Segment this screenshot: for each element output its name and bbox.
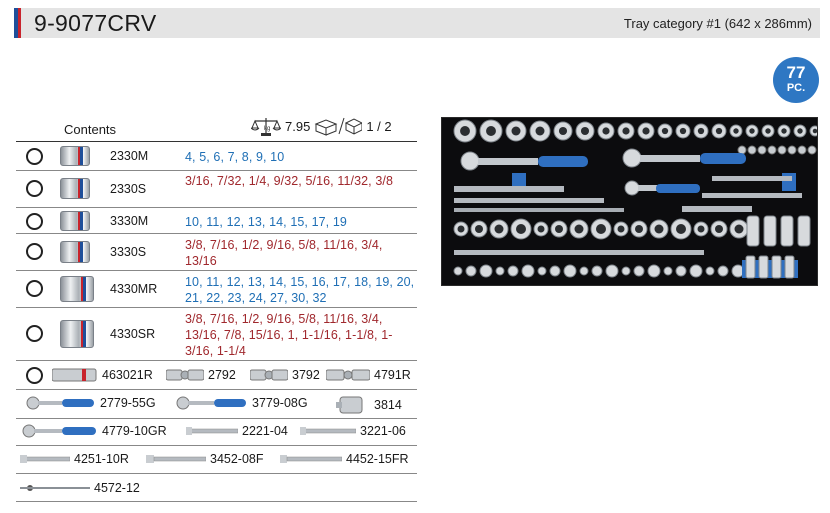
part-number: 4251-10R bbox=[74, 452, 129, 466]
table-row bbox=[16, 361, 417, 390]
part-number: 2330S bbox=[110, 182, 147, 196]
part-number: 4791R bbox=[374, 368, 411, 382]
piece-count: 77 bbox=[786, 63, 806, 82]
select-checkbox[interactable] bbox=[26, 243, 43, 260]
universal-joint-icon bbox=[166, 369, 204, 381]
part-number: 4452-15FR bbox=[346, 452, 409, 466]
spinner-bar-icon bbox=[20, 485, 90, 491]
part-number: 2221-04 bbox=[242, 424, 288, 438]
socket-icon bbox=[60, 241, 90, 263]
adaptor-icon bbox=[336, 396, 363, 414]
select-checkbox[interactable] bbox=[26, 367, 43, 384]
table-row bbox=[16, 361, 417, 390]
tray-illustration bbox=[453, 119, 817, 279]
part-number: 4572-12 bbox=[94, 481, 140, 495]
tool-2221-04: 2221-04 bbox=[186, 424, 288, 438]
deep-socket-icon bbox=[52, 368, 97, 382]
part-number: 463021R bbox=[102, 368, 153, 382]
tool-2792: 2792 bbox=[166, 367, 236, 383]
size-list: 10, 11, 12, 13, 14, 15, 16, 17, 18, 19, … bbox=[185, 275, 415, 305]
tool-3221-06: 3221-06 bbox=[300, 424, 406, 438]
scale-icon: kg bbox=[251, 118, 281, 136]
select-checkbox[interactable] bbox=[26, 325, 43, 342]
part-number: 3779-08G bbox=[252, 396, 308, 410]
select-checkbox[interactable] bbox=[26, 213, 43, 230]
contents-label: Contents bbox=[64, 122, 117, 137]
table-row: 2330S 3/16, 7/32, 1/4, 9/32, 5/16, 11/32… bbox=[16, 171, 417, 208]
pack-value: 1 / 2 bbox=[366, 118, 392, 134]
flex-extension-icon bbox=[280, 455, 342, 463]
table-row: 4330SR 3/8, 7/16, 1/2, 9/16, 5/8, 11/16,… bbox=[16, 308, 417, 361]
tool-4572-12: 4572-12 bbox=[20, 481, 140, 495]
header-accent-blue bbox=[14, 8, 18, 38]
table-row bbox=[16, 419, 417, 446]
socket-icon bbox=[60, 146, 90, 166]
tool-4791R: 4791R bbox=[326, 367, 411, 383]
table-row: 3330M 10, 11, 12, 13, 14, 15, 17, 19 bbox=[16, 208, 417, 234]
part-number: 3814 bbox=[374, 398, 402, 412]
tray-image bbox=[441, 117, 818, 286]
part-number: 4330MR bbox=[110, 282, 158, 296]
tool-2779-55G: 2779-55G bbox=[26, 396, 156, 410]
table-top-rule bbox=[16, 141, 417, 142]
tool-4452-15FR: 4452-15FR bbox=[280, 452, 409, 466]
tool-3452-08F: 3452-08F bbox=[146, 452, 264, 466]
extension-bar-icon bbox=[20, 455, 70, 463]
tool-4251-10R: 4251-10R bbox=[20, 452, 129, 466]
part-number: 4779-10GR bbox=[102, 424, 167, 438]
header-bar bbox=[14, 8, 820, 38]
table-row bbox=[16, 390, 417, 419]
size-list: 4, 5, 6, 7, 8, 9, 10 bbox=[185, 150, 285, 164]
tool-4779-10GR: 4779-10GR bbox=[22, 424, 167, 438]
table-row: 2330M 4, 5, 6, 7, 8, 9, 10 bbox=[16, 142, 417, 171]
part-number: 4330SR bbox=[110, 327, 156, 341]
piece-unit: PC. bbox=[786, 82, 806, 94]
part-number: 3221-06 bbox=[360, 424, 406, 438]
ratchet-icon bbox=[22, 424, 96, 438]
tray-category: Tray category #1 (642 x 286mm) bbox=[623, 16, 812, 31]
tool-3814: 3814 bbox=[336, 396, 402, 414]
weight-pack-info: kg 7.95 1 / 2 bbox=[251, 115, 392, 137]
table-row: 3330S 3/8, 7/16, 1/2, 9/16, 5/8, 11/16, … bbox=[16, 234, 417, 271]
size-list: 3/16, 7/32, 1/4, 9/32, 5/16, 11/32, 3/8 bbox=[185, 174, 393, 188]
tool-3779-08G: 3779-08G bbox=[176, 396, 308, 410]
part-number: 3452-08F bbox=[210, 452, 264, 466]
size-list: 10, 11, 12, 13, 14, 15, 17, 19 bbox=[185, 215, 347, 229]
table-row bbox=[16, 474, 417, 502]
universal-joint-icon bbox=[326, 369, 370, 381]
extension-bar-icon bbox=[186, 427, 238, 435]
socket-icon bbox=[60, 211, 90, 231]
ratchet-icon bbox=[176, 396, 246, 410]
table-row bbox=[16, 446, 417, 474]
tool-463021R: 463021R bbox=[52, 367, 153, 383]
select-checkbox[interactable] bbox=[26, 280, 43, 297]
select-checkbox[interactable] bbox=[26, 180, 43, 197]
part-number: 2779-55G bbox=[100, 396, 156, 410]
table-row: 4330MR 10, 11, 12, 13, 14, 15, 16, 17, 1… bbox=[16, 271, 417, 308]
header-accent-red bbox=[18, 8, 21, 38]
socket-icon bbox=[60, 178, 90, 199]
part-number: 3792 bbox=[292, 368, 320, 382]
piece-count-badge: 77 PC. bbox=[773, 57, 819, 103]
svg-text:kg: kg bbox=[264, 126, 270, 132]
box-icon bbox=[314, 117, 363, 136]
flex-extension-icon bbox=[146, 455, 206, 463]
part-number: 3330M bbox=[110, 214, 149, 228]
part-number: 3330S bbox=[110, 245, 147, 259]
select-checkbox[interactable] bbox=[26, 148, 43, 165]
universal-joint-icon bbox=[250, 369, 288, 381]
tool-3792: 3792 bbox=[250, 367, 320, 383]
extension-bar-icon bbox=[300, 427, 356, 435]
model-title: 9-9077CRV bbox=[34, 10, 157, 36]
socket-icon bbox=[60, 276, 94, 302]
socket-icon bbox=[60, 320, 94, 348]
part-number: 2792 bbox=[208, 368, 236, 382]
size-list: 3/8, 7/16, 1/2, 9/16, 5/8, 11/16, 3/4, 1… bbox=[185, 238, 383, 268]
weight-value: 7.95 bbox=[285, 118, 311, 134]
part-number: 2330M bbox=[110, 149, 149, 163]
ratchet-icon bbox=[26, 396, 94, 410]
size-list: 3/8, 7/16, 1/2, 9/16, 5/8, 11/16, 3/4, 1… bbox=[185, 312, 393, 358]
